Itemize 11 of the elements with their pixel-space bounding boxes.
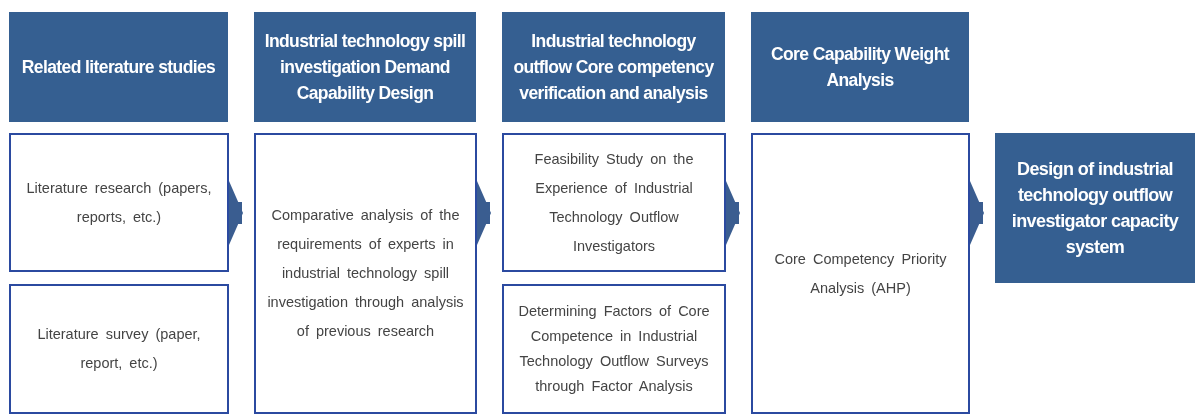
header-box: Core Capability Weight Analysis bbox=[751, 12, 969, 122]
process-box: Feasibility Study on the Experience of Industrial Technology Outflow Investigators bbox=[502, 133, 726, 272]
process-box: Determining Factors of Core Competence in Industrial Technology Outflow Surveys through Factor Analysis bbox=[502, 284, 726, 414]
header-box: Industrial technology spill investigation Demand Capability Design bbox=[254, 12, 476, 122]
header-box: Related literature studies bbox=[9, 12, 228, 122]
process-box: Comparative analysis of the requirements of experts in industrial technology spill investigation through analysis of previous research bbox=[254, 133, 477, 414]
header-box: Industrial technology outflow Core competency verification and analysis bbox=[502, 12, 725, 122]
process-box: Literature survey (paper, report, etc.) bbox=[9, 284, 229, 414]
result-box: Design of industrial technology outflow investigator capacity system bbox=[995, 133, 1195, 283]
process-box: Literature research (papers, reports, etc.) bbox=[9, 133, 229, 272]
process-box: Core Competency Priority Analysis (AHP) bbox=[751, 133, 970, 414]
